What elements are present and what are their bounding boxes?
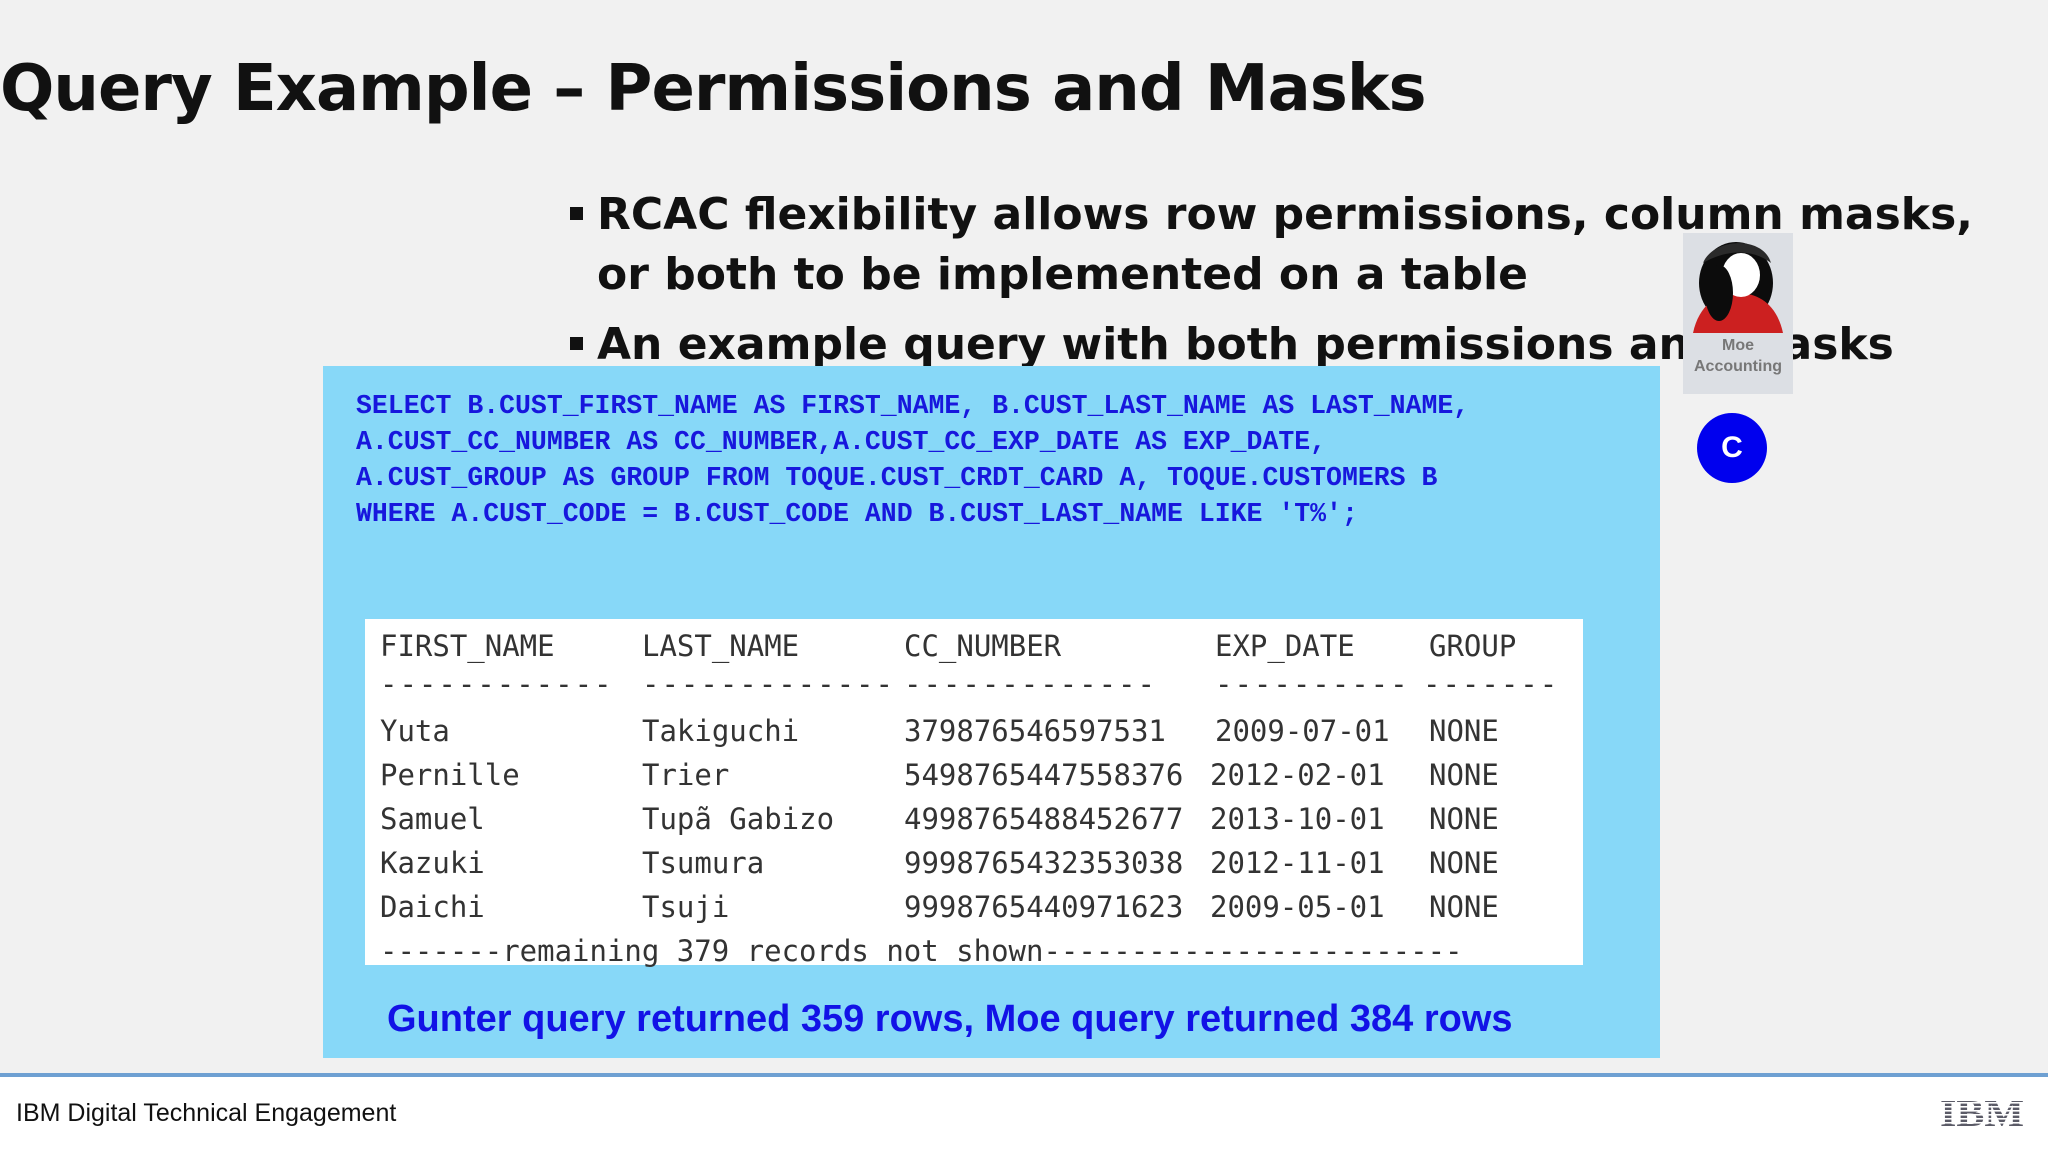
column-header: GROUP [1429,629,1517,663]
result-row: Samuel Tupã Gabizo 4998765488452677 2013… [365,802,1499,846]
cell-group: NONE [1429,890,1499,924]
cell-first-name: Daichi [380,890,485,924]
persona-name: Moe [1722,337,1754,354]
persona-department: Accounting [1694,358,1782,375]
query-panel: SELECT B.CUST_FIRST_NAME AS FIRST_NAME, … [323,366,1660,1058]
cell-cc-number: 5498765447558376 [904,758,1184,792]
bullet-item: An example query with both permissions a… [565,315,2005,375]
column-separator: ------- [1423,667,1560,701]
cell-exp-date: 2012-11-01 [1210,846,1385,880]
column-separator: ------------ [380,667,614,701]
column-header: LAST_NAME [642,629,800,663]
cell-exp-date: 2012-02-01 [1210,758,1385,792]
result-row: Pernille Trier 5498765447558376 2012-02-… [365,758,1499,802]
cell-last-name: Tsumura [642,846,765,880]
bullet-list: RCAC flexibility allows row permissions,… [565,185,2005,385]
cell-first-name: Yuta [380,714,450,748]
cell-exp-date: 2009-07-01 [1215,714,1390,748]
remaining-records-note: -------remaining 379 records not shown--… [380,934,1463,968]
cell-first-name: Samuel [380,802,485,836]
cell-last-name: Tupã Gabizo [642,802,835,836]
result-header-row: FIRST_NAME LAST_NAME CC_NUMBER EXP_DATE … [365,629,1516,673]
ibm-logo-text: IBM [1940,1096,2024,1130]
footer-text: IBM Digital Technical Engagement [16,1099,397,1127]
cell-group: NONE [1429,714,1499,748]
cell-cc-number: 9998765440971623 [904,890,1184,924]
column-separator: ---------- [1215,667,1410,701]
column-separator: ------------- [904,667,1157,701]
cell-cc-number: 379876546597531 [904,714,1166,748]
sql-line: A.CUST_GROUP AS GROUP FROM TOQUE.CUST_CR… [356,463,1438,493]
bullet-item: RCAC flexibility allows row permissions,… [565,185,2005,305]
persona-label: Moe Accounting [1683,335,1793,377]
cell-cc-number: 4998765488452677 [904,802,1184,836]
cell-last-name: Tsuji [642,890,730,924]
bullet-icon [570,337,583,350]
bullet-text: An example query with both permissions a… [597,319,1894,370]
bullet-icon [570,207,583,220]
user-avatar-icon [1693,242,1783,333]
persona-badge: C [1697,413,1767,483]
column-header: CC_NUMBER [904,629,1062,663]
persona-card: Moe Accounting [1683,233,1793,394]
cell-last-name: Takiguchi [642,714,800,748]
ibm-logo-icon: IBM [1940,1096,2026,1130]
cell-first-name: Kazuki [380,846,485,880]
sql-line: SELECT B.CUST_FIRST_NAME AS FIRST_NAME, … [356,391,1470,421]
result-row: Yuta Takiguchi 379876546597531 2009-07-0… [365,714,1499,758]
query-summary: Gunter query returned 359 rows, Moe quer… [387,998,1513,1040]
cell-last-name: Trier [642,758,730,792]
result-separator-row: ------------ ------------- -------------… [365,667,1557,711]
column-separator: ------------- [642,667,895,701]
result-row: Daichi Tsuji 9998765440971623 2009-05-01… [365,890,1499,934]
sql-line: A.CUST_CC_NUMBER AS CC_NUMBER,A.CUST_CC_… [356,427,1327,457]
cell-group: NONE [1429,758,1499,792]
cell-first-name: Pernille [380,758,520,792]
sql-query: SELECT B.CUST_FIRST_NAME AS FIRST_NAME, … [356,388,1469,532]
cell-cc-number: 9998765432353038 [904,846,1184,880]
footer-divider [0,1073,2048,1077]
cell-exp-date: 2009-05-01 [1210,890,1385,924]
query-result-output: FIRST_NAME LAST_NAME CC_NUMBER EXP_DATE … [365,619,1583,968]
cell-group: NONE [1429,802,1499,836]
sql-line: WHERE A.CUST_CODE = B.CUST_CODE AND B.CU… [356,499,1358,529]
column-header: EXP_DATE [1215,629,1355,663]
result-row: Kazuki Tsumura 9998765432353038 2012-11-… [365,846,1499,890]
cell-group: NONE [1429,846,1499,880]
footer: IBM Digital Technical Engagement IBM [0,1077,2048,1152]
bullet-text: RCAC flexibility allows row permissions,… [597,189,1973,300]
column-header: FIRST_NAME [380,629,555,663]
cell-exp-date: 2013-10-01 [1210,802,1385,836]
slide-title: Query Example – Permissions and Masks [0,52,1427,126]
